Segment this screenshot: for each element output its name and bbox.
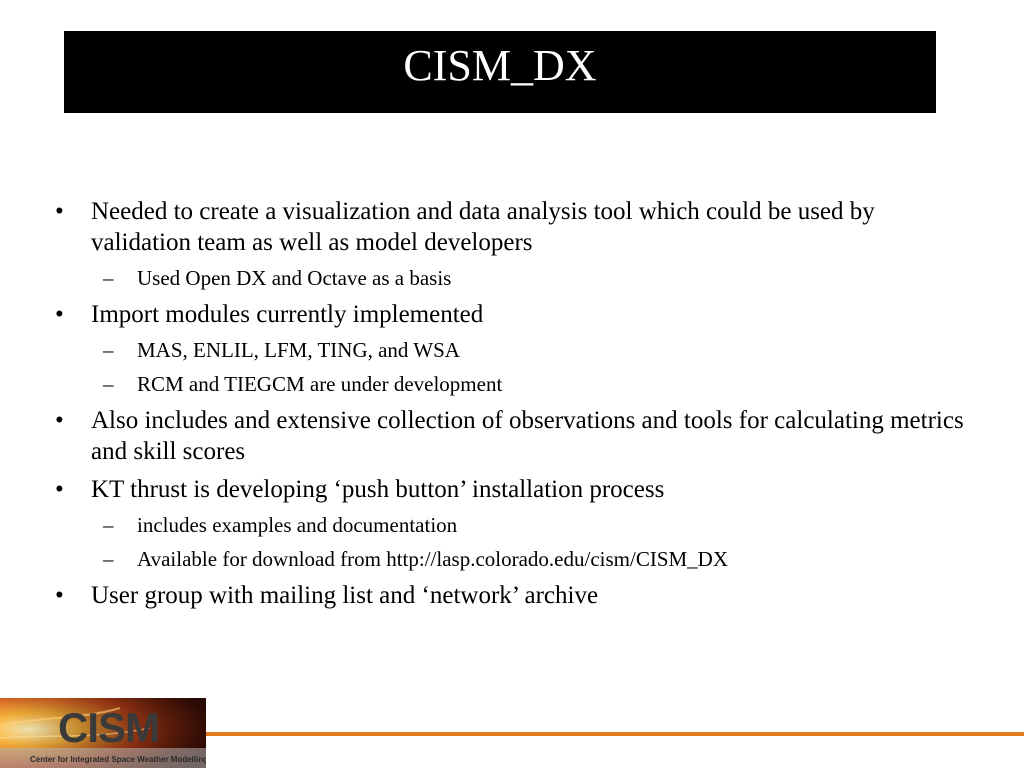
bullet-item: • User group with mailing list and ‘netw… (55, 580, 975, 611)
sub-bullet-marker: – (103, 547, 114, 571)
title-bar: CISM_DX (64, 31, 936, 113)
sub-bullet-marker: – (103, 266, 114, 290)
bullet-list: • Needed to create a visualization and d… (55, 196, 975, 618)
bullet-marker: • (55, 198, 64, 225)
bullet-text: User group with mailing list and ‘networ… (91, 582, 599, 609)
bullet-marker: • (55, 301, 64, 328)
sub-bullet-marker: – (103, 338, 114, 362)
bullet-text: KT thrust is developing ‘push button’ in… (91, 476, 665, 503)
sub-bullet-item: – includes examples and documentation (55, 512, 975, 539)
slide-title: CISM_DX (403, 41, 597, 90)
sub-bullet-text: Available for download from http://lasp.… (137, 547, 729, 571)
logo-subtitle: Center for Integrated Space Weather Mode… (30, 755, 206, 764)
bullet-text: Needed to create a visualization and dat… (91, 198, 875, 256)
bullet-item: • Needed to create a visualization and d… (55, 196, 975, 258)
sub-bullet-text: MAS, ENLIL, LFM, TING, and WSA (137, 338, 460, 362)
bullet-item: • Import modules currently implemented (55, 299, 975, 330)
bullet-marker: • (55, 407, 64, 434)
sub-bullet-item: – Available for download from http://las… (55, 546, 975, 573)
sub-bullet-item: – Used Open DX and Octave as a basis (55, 265, 975, 292)
cism-logo: CISM Center for Integrated Space Weather… (0, 698, 206, 768)
bullet-marker: • (55, 582, 64, 609)
sub-bullet-item: – RCM and TIEGCM are under development (55, 371, 975, 398)
bullet-item: • KT thrust is developing ‘push button’ … (55, 474, 975, 505)
bullet-marker: • (55, 476, 64, 503)
sub-bullet-item: – MAS, ENLIL, LFM, TING, and WSA (55, 337, 975, 364)
logo-title: CISM (58, 704, 159, 751)
bullet-item: • Also includes and extensive collection… (55, 405, 975, 467)
footer-accent-line (206, 732, 1024, 736)
sub-bullet-marker: – (103, 372, 114, 396)
sub-bullet-text: RCM and TIEGCM are under development (137, 372, 503, 396)
bullet-text: Also includes and extensive collection o… (91, 407, 964, 465)
sub-bullet-marker: – (103, 513, 114, 537)
cism-logo-graphic: CISM Center for Integrated Space Weather… (0, 698, 206, 768)
bullet-text: Import modules currently implemented (91, 301, 484, 328)
sub-bullet-text: includes examples and documentation (137, 513, 458, 537)
sub-bullet-text: Used Open DX and Octave as a basis (137, 266, 452, 290)
